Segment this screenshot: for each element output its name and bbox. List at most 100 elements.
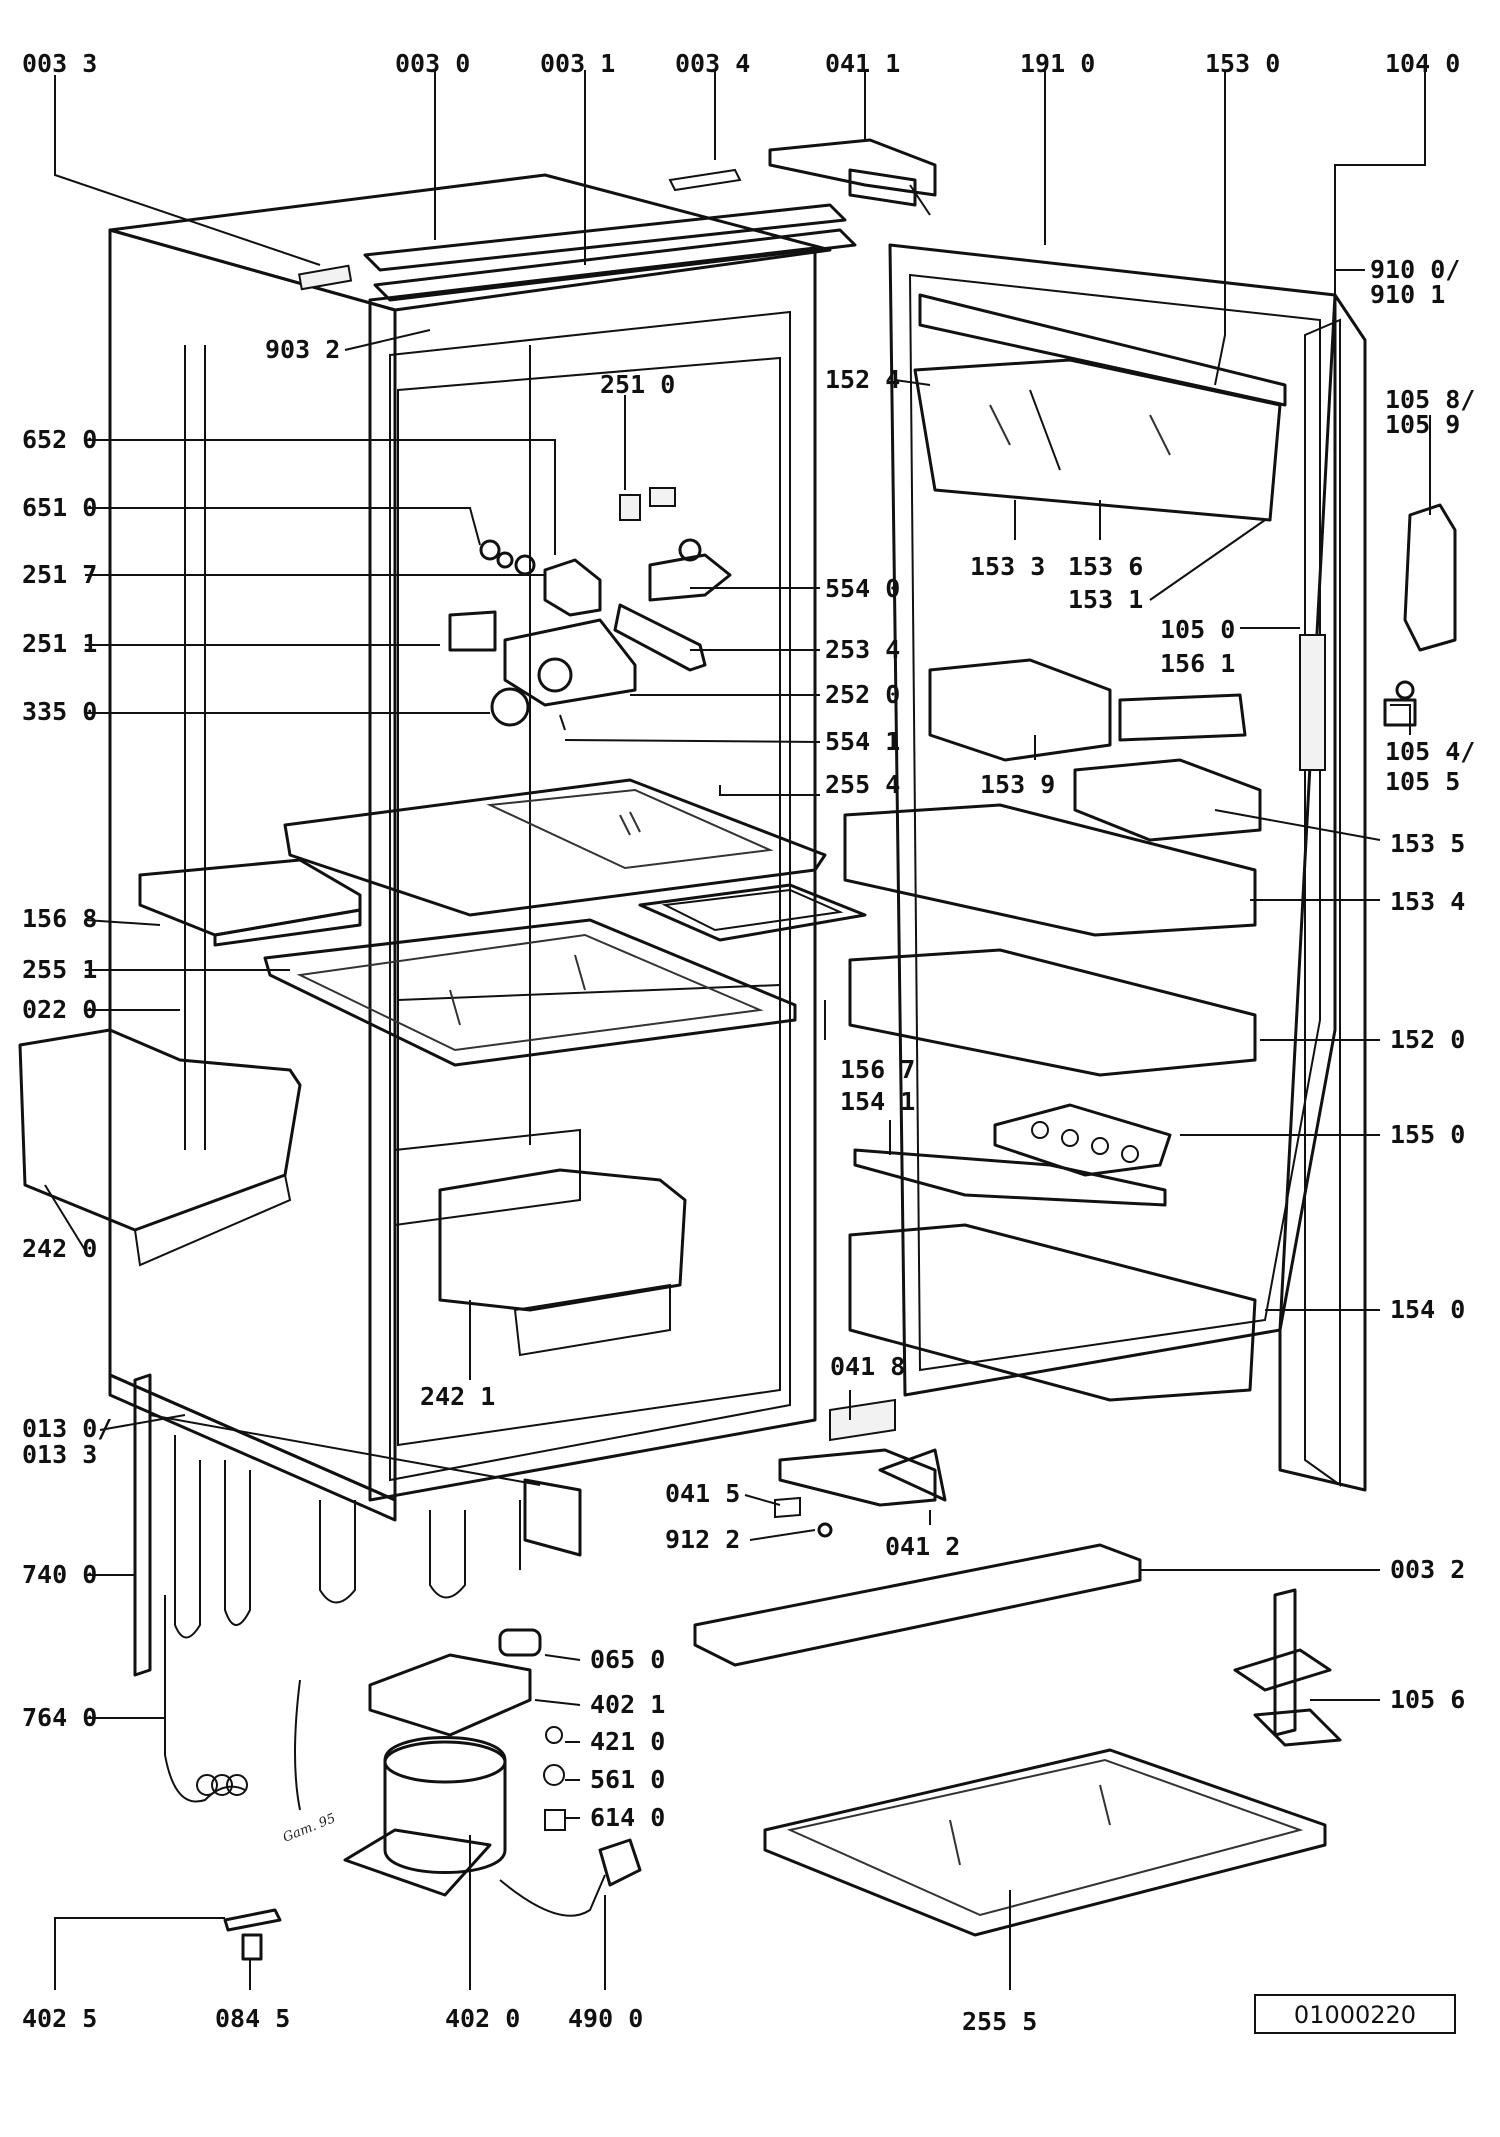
compressor-group [343,1628,642,1917]
label-255-1: 255 1 [22,955,97,984]
label-255-4: 255 4 [825,770,900,799]
label-041-8: 041 8 [830,1352,905,1381]
door-shelf-1520 [848,948,1257,1077]
label-155-0: 155 0 [1390,1120,1465,1149]
door-cheese-box [1118,693,1247,742]
lower-hinge-assembly [774,1398,947,1538]
inner-vegetable-bin [394,1128,687,1357]
artist-signature: Gam. 95 [281,1811,338,1846]
label-253-4: 253 4 [825,635,900,664]
label-105-5: 105 5 [1385,767,1460,796]
label-251-7: 251 7 [22,560,97,589]
refrigerator-door [888,243,1367,1492]
label-153-6: 153 6 [1068,552,1143,581]
left-vegetable-bin [18,1028,302,1267]
label-003-4: 003 4 [675,49,750,78]
label-651-0: 651 0 [22,493,97,522]
wall-cable-strip [523,1478,582,1557]
support-bracket-1056 [1233,1588,1342,1747]
door-small-box-1535 [1073,758,1262,842]
label-152-0: 152 0 [1390,1025,1465,1054]
label-251-1: 251 1 [22,629,97,658]
label-191-0: 191 0 [1020,49,1095,78]
label-335-0: 335 0 [22,697,97,726]
label-554-1: 554 1 [825,727,900,756]
label-903-2: 903 2 [265,335,340,364]
label-764-0: 764 0 [22,1703,97,1732]
crisper-tray-left [138,858,362,947]
top-trim-strips [298,168,857,302]
label-242-0: 242 0 [22,1234,97,1263]
drip-frame [638,883,867,942]
label-156-1: 156 1 [1160,649,1235,678]
middle-glass-shelf [263,918,797,1067]
label-105-4: 105 4/ [1385,737,1475,766]
door-bottle-shelf [848,1223,1257,1402]
label-105-0: 105 0 [1160,615,1235,644]
label-013-0: 013 0/ [22,1414,112,1443]
label-561-0: 561 0 [590,1765,665,1794]
label-105-9: 105 9 [1385,410,1460,439]
label-153-9: 153 9 [980,770,1055,799]
label-153-3: 153 3 [970,552,1045,581]
label-153-0: 153 0 [1205,49,1280,78]
label-652-0: 652 0 [22,425,97,454]
door-shelf-1534 [843,803,1257,937]
label-153-4: 153 4 [1390,887,1465,916]
label-910-0: 910 0/ [1370,255,1460,284]
label-910-1: 910 1 [1370,280,1445,309]
label-156-8: 156 8 [22,904,97,933]
label-554-0: 554 0 [825,574,900,603]
label-105-6: 105 6 [1390,1685,1465,1714]
label-013-3: 013 3 [22,1440,97,1469]
label-251-0: 251 0 [600,370,675,399]
foot-screw-parts [223,1908,282,1961]
label-252-0: 252 0 [825,680,900,709]
label-041-1: 041 1 [825,49,900,78]
label-402-0: 402 0 [445,2004,520,2033]
label-614-0: 614 0 [590,1803,665,1832]
thermostat-assembly [448,487,732,731]
catalog-number: 01000220 [1294,2001,1416,2029]
part-number-labels: 003 3 003 0 003 1 003 4 041 1 191 0 153 … [22,49,1475,2036]
label-153-5: 153 5 [1390,829,1465,858]
leader-lines [44,70,1431,1990]
label-912-2: 912 2 [665,1525,740,1554]
upper-glass-shelf [283,778,827,917]
label-084-5: 084 5 [215,2004,290,2033]
label-022-0: 022 0 [22,995,97,1024]
label-003-2: 003 2 [1390,1555,1465,1584]
label-402-1: 402 1 [590,1690,665,1719]
label-041-2: 041 2 [885,1532,960,1561]
label-153-1: 153 1 [1068,585,1143,614]
label-154-1: 154 1 [840,1087,915,1116]
label-421-0: 421 0 [590,1727,665,1756]
egg-tray [993,1103,1172,1177]
label-105-8: 105 8/ [1385,385,1475,414]
label-156-7: 156 7 [840,1055,915,1084]
top-hinge [768,138,937,216]
label-740-0: 740 0 [22,1560,97,1589]
label-152-4: 152 4 [825,365,900,394]
label-003-1: 003 1 [540,49,615,78]
label-065-0: 065 0 [590,1645,665,1674]
label-041-5: 041 5 [665,1479,740,1508]
bottle-holder-bar [853,1148,1167,1207]
catalog-number-box: 01000220 [1254,1994,1456,2034]
door-top-compartment [913,293,1287,522]
capillary-tube [164,1595,301,1811]
bottom-trim-panel [693,1543,1142,1667]
label-154-0: 154 0 [1390,1295,1465,1324]
label-402-5: 402 5 [22,2004,97,2033]
label-255-5: 255 5 [962,2007,1037,2036]
label-242-1: 242 1 [420,1382,495,1411]
label-104-0: 104 0 [1385,49,1460,78]
label-003-0: 003 0 [395,49,470,78]
label-003-3: 003 3 [22,49,97,78]
bottom-glass-shelf [763,1748,1327,1937]
door-butter-box [928,658,1112,762]
condenser-coil [133,1373,541,1677]
label-490-0: 490 0 [568,2004,643,2033]
door-closing-mechanism [1299,503,1457,771]
